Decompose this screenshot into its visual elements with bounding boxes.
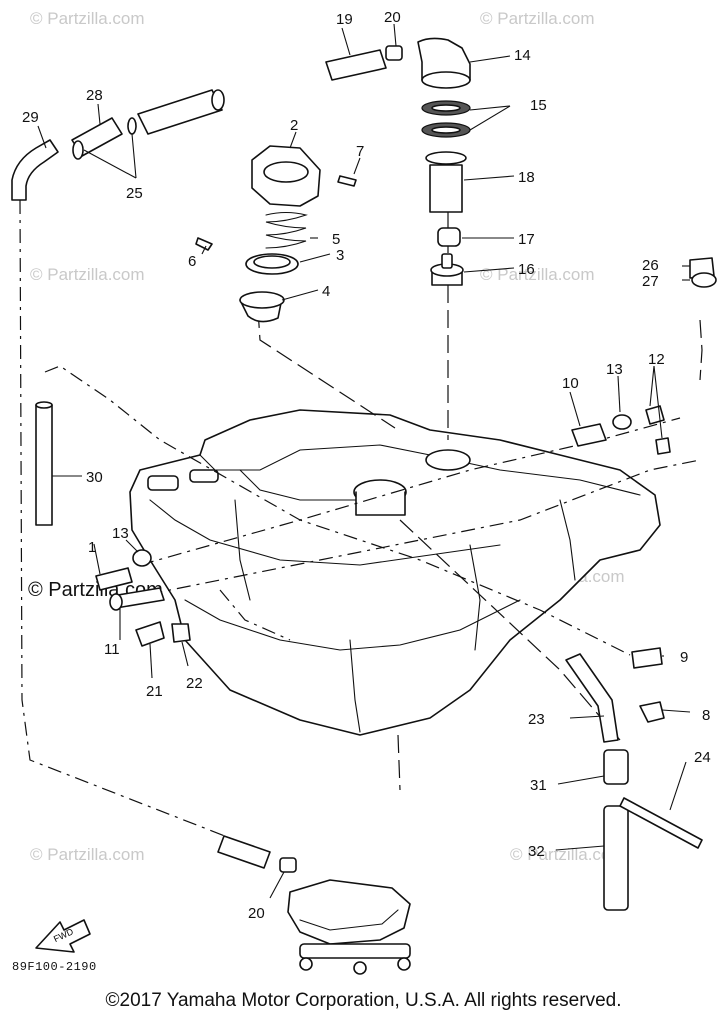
callout-22: 22 xyxy=(186,675,203,692)
callout-19: 19 xyxy=(336,11,353,28)
diagram-code: 89F100-2190 xyxy=(12,960,97,974)
callout-6: 6 xyxy=(188,253,196,270)
watermark: © Partzilla.com xyxy=(30,265,145,284)
watermark: © Partzilla.com xyxy=(30,845,145,864)
callout-10: 10 xyxy=(562,375,579,392)
callout-26: 26 xyxy=(642,257,659,274)
callout-5: 5 xyxy=(332,231,340,248)
callout-25: 25 xyxy=(126,185,143,202)
callout-28: 28 xyxy=(86,87,103,104)
callout-12: 12 xyxy=(648,351,665,368)
callouts: 29 28 25 19 20 14 15 2 7 18 5 17 6 3 16 … xyxy=(22,9,711,922)
callout-23: 23 xyxy=(528,711,545,728)
leader-lines xyxy=(37,23,691,899)
fwd-arrow-icon xyxy=(35,919,91,953)
watermark: © Partzilla.com xyxy=(510,845,625,864)
watermark: © Partzilla.com xyxy=(480,265,595,284)
callout-32: 32 xyxy=(528,843,545,860)
callout-24: 24 xyxy=(694,749,711,766)
callout-16: 16 xyxy=(518,261,535,278)
parts: FWD xyxy=(11,37,717,975)
callout-21: 21 xyxy=(146,683,163,700)
copyright-notice: ©2017 Yamaha Motor Corporation, U.S.A. A… xyxy=(105,990,622,1011)
callout-29: 29 xyxy=(22,109,39,126)
callout-2: 2 xyxy=(290,117,298,134)
watermark: © Partzilla.com xyxy=(480,9,595,28)
callout-13-right: 13 xyxy=(606,361,623,378)
guide-lines xyxy=(19,199,703,839)
callout-27: 27 xyxy=(642,273,659,290)
fuel-tank xyxy=(129,409,661,736)
callout-7: 7 xyxy=(356,143,364,160)
callout-4: 4 xyxy=(322,283,330,300)
callout-8: 8 xyxy=(702,707,710,724)
callout-1: 1 xyxy=(88,539,96,556)
callout-9: 9 xyxy=(680,649,688,666)
watermark: © Partzilla.com xyxy=(30,9,145,28)
callout-30: 30 xyxy=(86,469,103,486)
callout-20-bottom: 20 xyxy=(248,905,265,922)
callout-11: 11 xyxy=(104,641,120,658)
callout-14: 14 xyxy=(514,47,531,64)
callout-17: 17 xyxy=(518,231,535,248)
callout-3: 3 xyxy=(336,247,344,264)
callout-20-top: 20 xyxy=(384,9,401,26)
callout-15: 15 xyxy=(530,97,547,114)
callout-31: 31 xyxy=(530,777,547,794)
callout-13-left: 13 xyxy=(112,525,129,542)
callout-18: 18 xyxy=(518,169,535,186)
